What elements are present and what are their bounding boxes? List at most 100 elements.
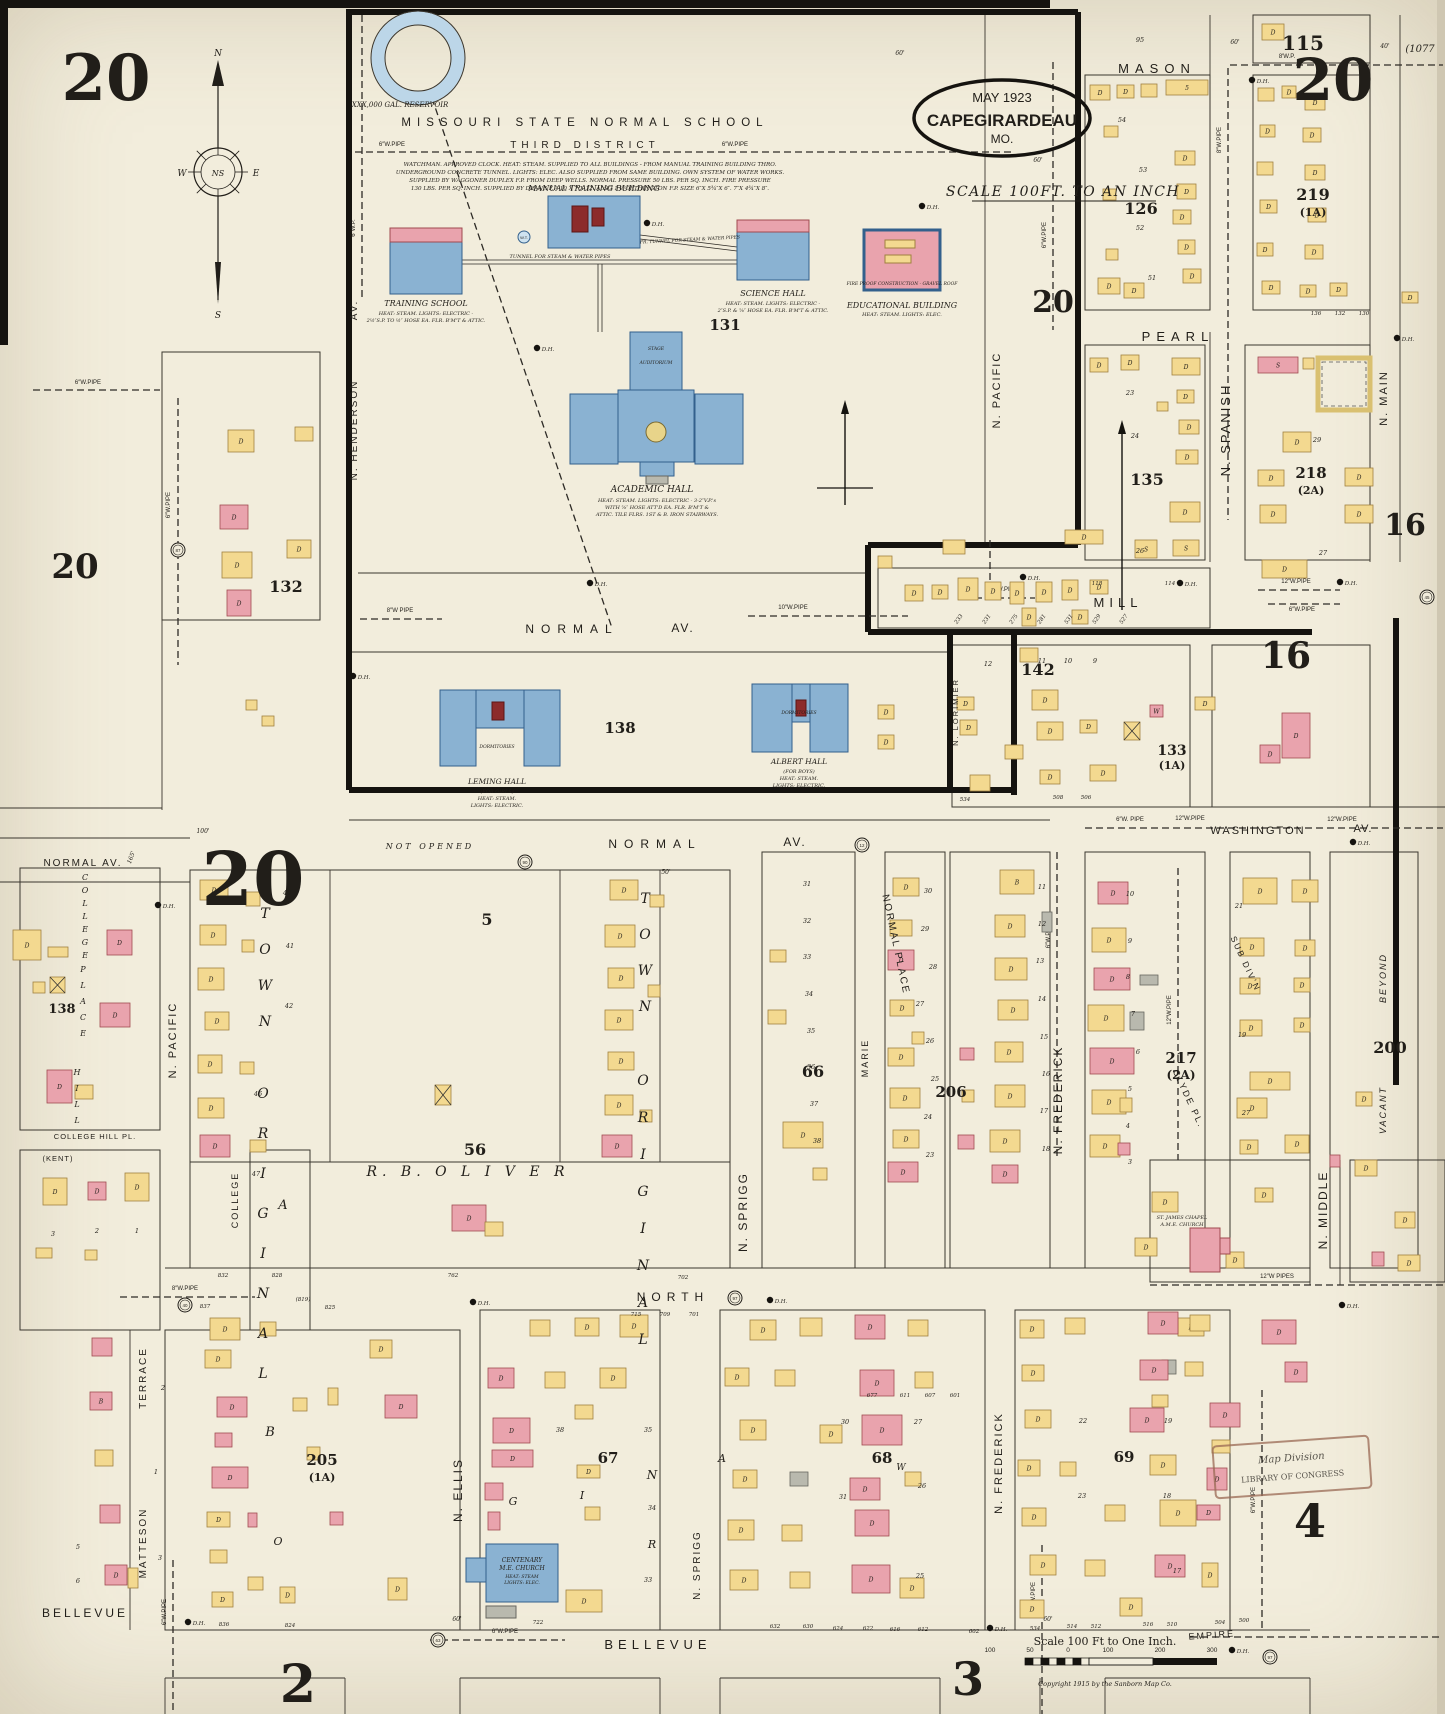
dwelling-footprint	[994, 1084, 1026, 1108]
dwelling-letter: D	[1182, 394, 1188, 401]
dwelling-footprint	[1061, 579, 1079, 601]
dwelling-footprint	[639, 1109, 653, 1123]
dwelling-letter: D	[1047, 728, 1053, 735]
dwelling-footprint	[245, 891, 261, 907]
albert-hall-footprint	[751, 683, 793, 753]
dwelling-letter: D	[616, 1017, 622, 1024]
lot-number: 1	[154, 1468, 158, 1476]
street-label: AV.	[1354, 823, 1373, 835]
dwelling-letter: D	[1182, 509, 1188, 516]
dwelling-footprint	[387, 1577, 408, 1601]
house-number: (819)	[296, 1296, 311, 1303]
block-number: (1A)	[1300, 206, 1327, 219]
dwelling-footprint	[1249, 1071, 1291, 1091]
sheet-stamp-oval: MAY 1923 CAPEGIRARDEAU MO.	[912, 78, 1092, 158]
block-outline	[1084, 344, 1206, 561]
dwelling-footprint	[899, 1577, 925, 1599]
academic-hall-footprint	[569, 393, 619, 465]
dwelling-footprint	[1004, 744, 1024, 760]
lot-number: 30	[924, 887, 932, 895]
dwelling-footprint	[1139, 974, 1159, 986]
hydrant-dot	[1338, 1301, 1346, 1309]
dwelling-footprint	[739, 1419, 767, 1441]
compass-south-feather	[215, 262, 221, 304]
subdivision-letter: L	[79, 981, 85, 990]
dwelling-footprint	[619, 1314, 649, 1338]
hydrant-dot	[349, 672, 357, 680]
valve-number: 87	[175, 548, 181, 553]
dwelling-letter: D	[1247, 983, 1253, 990]
dwelling-letter: D	[1264, 128, 1270, 135]
block-outline	[1349, 1159, 1445, 1283]
science-hall-footprint	[736, 219, 810, 233]
lot-number: 38	[813, 1137, 821, 1145]
compass-n-label: N	[213, 49, 223, 59]
street-label-vertical: N. MAIN	[1378, 370, 1390, 426]
dwelling-footprint	[789, 1571, 811, 1589]
dwelling-letter: 5	[1185, 85, 1189, 92]
dwelling-footprint	[1140, 83, 1158, 98]
dwelling-footprint	[984, 581, 1002, 601]
dwelling-footprint	[1239, 1139, 1259, 1155]
leming-hall-note: LIGHTS: ELECTRIC.	[470, 803, 524, 809]
dwelling-footprint	[1151, 1394, 1169, 1408]
dwelling-letter: D	[56, 1084, 62, 1091]
compass-w-label: W	[177, 169, 187, 179]
house-number: 512	[1091, 1624, 1102, 1630]
dwelling-footprint	[1029, 1554, 1057, 1576]
hydrant-label: D.H.	[774, 1299, 788, 1305]
scale-bar-cell	[1072, 1657, 1082, 1666]
dwelling-footprint	[877, 555, 893, 569]
dwelling-footprint	[245, 699, 258, 711]
dwelling-footprint	[249, 1139, 267, 1153]
dwelling-footprint	[204, 1349, 232, 1369]
dwelling-footprint	[35, 1247, 53, 1259]
dwelling-letter: D	[584, 1324, 590, 1331]
dwelling-footprint	[604, 924, 636, 948]
subdivision-letter: O	[637, 1073, 649, 1089]
street-label: MASON	[1118, 61, 1196, 76]
dwelling-footprint	[904, 1471, 922, 1487]
subdivision-letter: R	[637, 1110, 649, 1126]
educational-building-note: FIRE PROOF CONSTRUCTION - GRAVEL ROOF	[846, 281, 959, 287]
science-hall-note: 2″S.P. & ⅝″ HOSE EA. FLR. B'M'T & ATTIC.	[717, 308, 829, 314]
lot-number: 40	[282, 889, 291, 897]
dwelling-letter: D	[1183, 244, 1189, 251]
house-number: 510	[1167, 1622, 1178, 1628]
dwelling-footprint	[1344, 504, 1374, 524]
dwelling-footprint	[1329, 282, 1348, 297]
dwelling-letter: D	[1186, 424, 1192, 431]
sheet-number: 3	[952, 1652, 984, 1706]
lot-number: 5	[76, 1543, 80, 1551]
dwelling-footprint	[492, 1417, 531, 1444]
dwelling-footprint	[1329, 1154, 1341, 1168]
academic-hall-label: ACADEMIC HALL	[610, 485, 694, 495]
dwelling-footprint	[1259, 504, 1287, 524]
dwelling-footprint	[907, 1319, 929, 1337]
dwelling-letter: D	[750, 1427, 756, 1434]
dwelling-letter: D	[1040, 1562, 1046, 1569]
lot-letter: W	[896, 1463, 906, 1473]
dwelling-footprint	[1041, 911, 1053, 933]
street-label-vertical: N. PACIFIC	[991, 352, 1003, 429]
dwelling-footprint	[46, 1069, 73, 1104]
dwelling-footprint	[599, 1367, 627, 1389]
dwelling-footprint	[904, 584, 924, 602]
dwelling-footprint	[1079, 719, 1098, 734]
dwelling-footprint	[197, 1054, 223, 1074]
dwelling-footprint	[1172, 539, 1200, 557]
dwelling-footprint	[854, 1314, 886, 1340]
house-number: 500	[1239, 1618, 1250, 1624]
training-school-label: TRAINING SCHOOL	[384, 299, 467, 308]
dwelling-letter: D	[883, 709, 889, 716]
hydrant-label: D.H.	[1344, 581, 1358, 587]
house-number: 531	[1064, 613, 1075, 625]
dwelling-footprint	[877, 734, 895, 750]
dwelling-letter: D	[394, 1586, 400, 1593]
house-number: 275	[1008, 613, 1020, 626]
subdivision-letter: O	[259, 942, 271, 958]
dwelling-letter: D	[1144, 1417, 1150, 1424]
dwelling-letter: D	[868, 1576, 874, 1583]
dwelling-footprint	[1261, 1319, 1297, 1345]
dwelling-letter: D	[621, 887, 627, 894]
